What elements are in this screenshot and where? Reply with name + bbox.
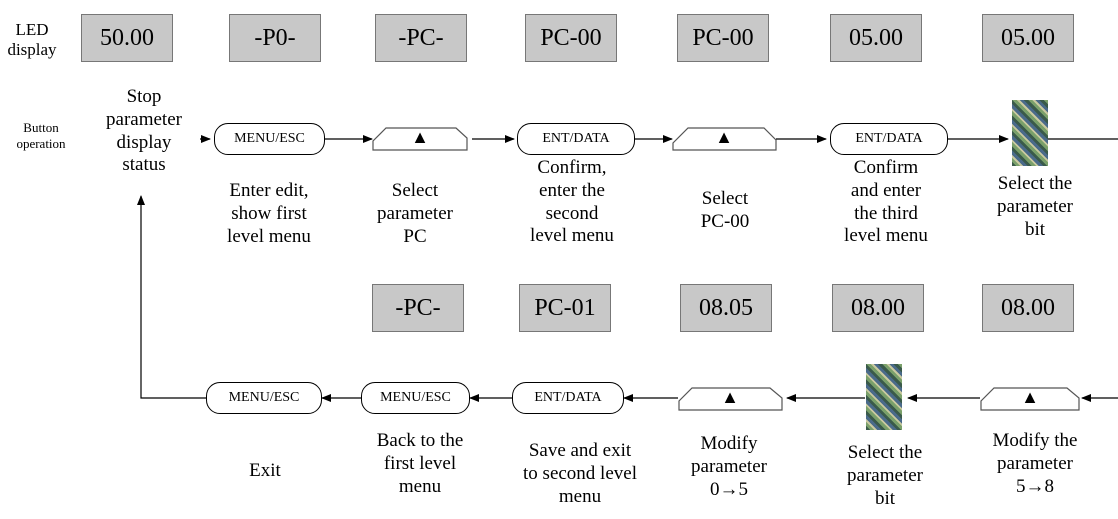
- knob-icon-bottom[interactable]: [866, 364, 902, 430]
- ent-data-button-top-1[interactable]: ENT/DATA: [517, 123, 635, 155]
- led-box-bottom-1: -PC-: [372, 284, 464, 332]
- led-box-top-5: PC-00: [677, 14, 769, 62]
- up-triangle-icon: ▲: [715, 127, 733, 147]
- caption-select-pc: Select parameter PC: [377, 180, 453, 247]
- up-key-3[interactable]: [678, 387, 783, 411]
- caption-modify-5-8: Modify the parameter 5→8: [992, 430, 1078, 497]
- caption-exit: Exit: [249, 460, 281, 481]
- up-triangle-icon: ▲: [1021, 387, 1039, 407]
- caption-modify-0-5: Modify parameter 0→5: [691, 433, 767, 500]
- caption-save-exit: Save and exit to second level menu: [523, 440, 637, 507]
- menu-esc-button-top[interactable]: MENU/ESC: [214, 123, 325, 155]
- up-key-2[interactable]: [672, 127, 777, 151]
- up-key-4[interactable]: [980, 387, 1080, 411]
- caption-select-pc00: Select PC-00: [700, 188, 750, 232]
- caption-enter-edit: Enter edit, show first level menu: [227, 180, 311, 247]
- button-operation-label: Button operation: [16, 120, 66, 151]
- led-box-top-6: 05.00: [830, 14, 922, 62]
- knob-icon-top[interactable]: [1012, 100, 1048, 166]
- up-triangle-icon: ▲: [721, 387, 739, 407]
- up-key-1[interactable]: [372, 127, 468, 151]
- led-display-label: LED display: [7, 20, 57, 60]
- caption-select-bit-bottom: Select the parameter bit: [847, 442, 923, 509]
- menu-esc-button-exit[interactable]: MENU/ESC: [206, 382, 322, 414]
- caption-confirm-third: Confirm and enter the third level menu: [844, 157, 928, 247]
- ent-data-button-save[interactable]: ENT/DATA: [512, 382, 624, 414]
- led-box-top-2: -P0-: [229, 14, 321, 62]
- led-box-bottom-3: 08.05: [680, 284, 772, 332]
- led-box-bottom-5: 08.00: [982, 284, 1074, 332]
- caption-select-bit-top: Select the parameter bit: [997, 173, 1073, 240]
- caption-back-first: Back to the first level menu: [376, 430, 464, 497]
- led-box-top-7: 05.00: [982, 14, 1074, 62]
- led-box-top-1: 50.00: [81, 14, 173, 62]
- stop-status-label: Stop parameter display status: [88, 86, 200, 178]
- led-box-top-4: PC-00: [525, 14, 617, 62]
- menu-esc-button-back[interactable]: MENU/ESC: [361, 382, 470, 414]
- led-box-bottom-4: 08.00: [832, 284, 924, 332]
- ent-data-button-top-2[interactable]: ENT/DATA: [830, 123, 948, 155]
- led-box-bottom-2: PC-01: [519, 284, 611, 332]
- up-triangle-icon: ▲: [411, 127, 429, 147]
- led-box-top-3: -PC-: [375, 14, 467, 62]
- caption-confirm-second: Confirm, enter the second level menu: [530, 157, 614, 247]
